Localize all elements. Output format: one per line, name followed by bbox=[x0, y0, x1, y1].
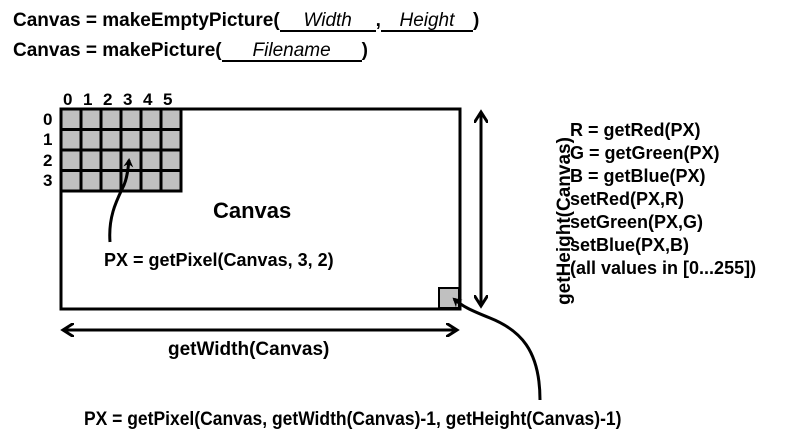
column-label: 2 bbox=[103, 90, 113, 109]
arg-separator: , bbox=[375, 10, 381, 31]
pixel-grid bbox=[59, 107, 183, 193]
pixel-cell bbox=[139, 169, 163, 193]
value-range-note: (all values in [0...255]) bbox=[570, 258, 757, 278]
filename-blank: Filename bbox=[221, 41, 362, 62]
pixel-cell bbox=[59, 107, 83, 131]
pixel-cell bbox=[99, 169, 123, 193]
pixel-cell bbox=[59, 148, 83, 172]
pixel-cell bbox=[119, 148, 143, 172]
column-label: 4 bbox=[143, 90, 153, 109]
canvas-label: Canvas bbox=[213, 198, 292, 223]
pixel-cell bbox=[159, 148, 183, 172]
pixel-cell bbox=[159, 128, 183, 152]
pixel-cell bbox=[139, 128, 163, 152]
column-label: 0 bbox=[63, 90, 73, 109]
pixel-cell bbox=[119, 107, 143, 131]
pixel-cell bbox=[99, 128, 123, 152]
set-red-line: setRed(PX,R) bbox=[570, 189, 685, 209]
make-picture-line: Canvas = makePicture(Filename) bbox=[13, 41, 368, 62]
pixel-cell bbox=[139, 148, 163, 172]
get-green-line: G = getGreen(PX) bbox=[570, 143, 720, 163]
width-label: getWidth(Canvas) bbox=[168, 339, 330, 360]
pixel-cell bbox=[159, 107, 183, 131]
last-pixel-pointer-arrow bbox=[452, 297, 542, 401]
set-green-line: setGreen(PX,G) bbox=[570, 212, 704, 232]
width-blank: Width bbox=[279, 11, 376, 32]
get-blue-line: B = getBlue(PX) bbox=[570, 166, 706, 186]
pixel-cell bbox=[59, 169, 83, 193]
pixel-cell bbox=[139, 107, 163, 131]
last-pixel-example: PX = getPixel(Canvas, getWidth(Canvas)-1… bbox=[84, 409, 622, 430]
make-empty-picture-prefix: Canvas = makeEmptyPicture( bbox=[13, 10, 280, 31]
row-label: 3 bbox=[43, 171, 53, 190]
get-red-line: R = getRed(PX) bbox=[570, 120, 701, 140]
last-pixel-cell bbox=[438, 287, 460, 309]
pixel-cell bbox=[99, 107, 123, 131]
make-picture-prefix: Canvas = makePicture( bbox=[13, 40, 222, 61]
get-pixel-example: PX = getPixel(Canvas, 3, 2) bbox=[104, 250, 334, 270]
pixel-cell bbox=[79, 107, 103, 131]
pixel-pointer-arrow bbox=[108, 158, 134, 243]
row-label: 0 bbox=[43, 110, 53, 129]
pixel-cell bbox=[119, 128, 143, 152]
column-label: 3 bbox=[123, 90, 133, 109]
pixel-cell bbox=[59, 128, 83, 152]
column-label: 1 bbox=[83, 90, 93, 109]
set-blue-line: setBlue(PX,B) bbox=[570, 235, 690, 255]
pixel-cell bbox=[159, 169, 183, 193]
pixel-cell bbox=[99, 148, 123, 172]
row-label: 2 bbox=[43, 151, 53, 170]
make-empty-picture-suffix: ) bbox=[472, 10, 480, 31]
height-blank: Height bbox=[380, 11, 473, 32]
row-label: 1 bbox=[43, 130, 53, 149]
make-empty-picture-line: Canvas = makeEmptyPicture(Width,Height) bbox=[13, 11, 479, 32]
make-picture-suffix: ) bbox=[361, 40, 368, 61]
pixel-cell bbox=[79, 169, 103, 193]
pixel-cell bbox=[79, 128, 103, 152]
pixel-cell bbox=[79, 148, 103, 172]
column-label: 5 bbox=[163, 90, 173, 109]
